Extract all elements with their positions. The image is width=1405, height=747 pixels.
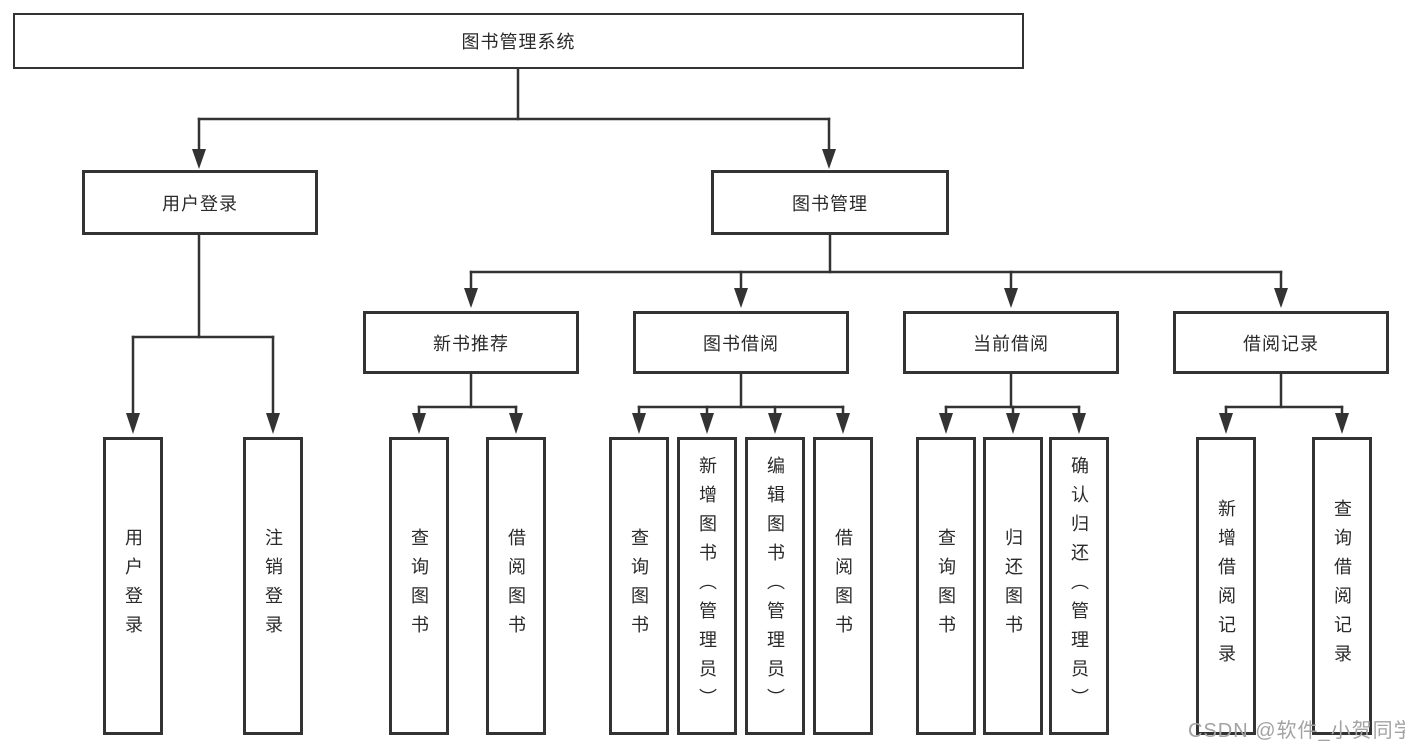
node-borrow-records: 借阅记录 xyxy=(1173,311,1389,374)
node-book-management-label: 图书管理 xyxy=(792,193,868,214)
node-book-borrow-label: 图书借阅 xyxy=(703,333,779,354)
leaf-newrec-query-books-label: 查询图书 xyxy=(409,528,429,644)
leaf-records-add-record-label: 新增借阅记录 xyxy=(1216,499,1236,673)
leaf-logout-label: 注销登录 xyxy=(263,528,283,644)
leaf-records-add-record: 新增借阅记录 xyxy=(1196,437,1256,735)
leaf-borrow-borrow-books-label: 借阅图书 xyxy=(833,528,853,644)
leaf-current-query-books-label: 查询图书 xyxy=(936,528,956,644)
connector-borrow-records xyxy=(1219,372,1349,434)
leaf-current-return-books: 归还图书 xyxy=(983,437,1043,735)
leaf-current-return-books-label: 归还图书 xyxy=(1003,528,1023,644)
leaf-borrow-borrow-books: 借阅图书 xyxy=(813,437,873,735)
leaf-borrow-add-books-admin-label: 新增图书（管理员） xyxy=(697,455,717,717)
node-book-borrow: 图书借阅 xyxy=(633,311,849,374)
leaf-newrec-query-books: 查询图书 xyxy=(389,437,449,735)
leaf-newrec-borrow-books-label: 借阅图书 xyxy=(506,528,526,644)
node-user-login: 用户登录 xyxy=(82,170,318,235)
leaf-current-confirm-return-admin-label: 确认归还（管理员） xyxy=(1069,455,1089,717)
leaf-borrow-edit-books-admin-label: 编辑图书（管理员） xyxy=(765,455,785,717)
leaf-borrow-query-books: 查询图书 xyxy=(609,437,669,735)
leaf-records-query-record-label: 查询借阅记录 xyxy=(1332,499,1352,673)
leaf-current-confirm-return-admin: 确认归还（管理员） xyxy=(1049,437,1109,735)
node-user-login-label: 用户登录 xyxy=(162,193,238,214)
leaf-records-query-record: 查询借阅记录 xyxy=(1312,437,1372,735)
leaf-current-query-books: 查询图书 xyxy=(916,437,976,735)
leaf-newrec-borrow-books: 借阅图书 xyxy=(486,437,546,735)
leaf-borrow-query-books-label: 查询图书 xyxy=(629,528,649,644)
node-root: 图书管理系统 xyxy=(13,13,1024,69)
node-root-label: 图书管理系统 xyxy=(461,32,576,52)
leaf-borrow-add-books-admin: 新增图书（管理员） xyxy=(677,437,737,735)
connector-book-borrow xyxy=(632,372,850,434)
leaf-logout: 注销登录 xyxy=(243,437,303,735)
leaf-borrow-edit-books-admin: 编辑图书（管理员） xyxy=(745,437,805,735)
node-borrow-records-label: 借阅记录 xyxy=(1243,333,1319,354)
connector-root xyxy=(192,67,836,169)
connector-current-borrow xyxy=(939,372,1086,434)
node-current-borrow-label: 当前借阅 xyxy=(973,333,1049,354)
node-current-borrow: 当前借阅 xyxy=(903,311,1119,374)
node-new-book-recommend: 新书推荐 xyxy=(363,311,579,374)
connector-user-login xyxy=(126,233,280,434)
node-new-book-recommend-label: 新书推荐 xyxy=(433,333,509,354)
connector-book-mgmt xyxy=(464,233,1288,308)
csdn-watermark: CSDN @软件_小贺同学 xyxy=(1188,720,1405,742)
node-book-management: 图书管理 xyxy=(711,170,949,235)
connector-new-book-rec xyxy=(412,372,523,434)
leaf-user-login: 用户登录 xyxy=(103,437,163,735)
leaf-user-login-label: 用户登录 xyxy=(123,528,143,644)
